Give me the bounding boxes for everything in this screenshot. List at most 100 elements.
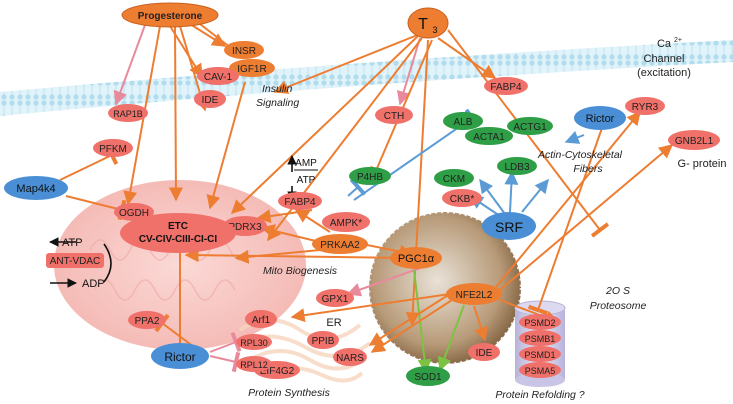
rpl12-label: RPL12 bbox=[240, 360, 268, 370]
etc-label-1: ETC bbox=[168, 221, 188, 232]
actin-label-2: Fibers bbox=[573, 163, 603, 175]
rpl30-label: RPL30 bbox=[240, 338, 268, 348]
er-label: ER bbox=[326, 317, 341, 329]
ryr3-node: RYR3 bbox=[625, 97, 665, 115]
alb-node: ALB bbox=[443, 112, 483, 130]
cav1-node: CAV-1 bbox=[197, 67, 239, 85]
cth-label: CTH bbox=[384, 111, 405, 122]
psmd2-label: PSMD2 bbox=[524, 318, 555, 328]
etc-label-2: CV-CIV-CIII-CI-CI bbox=[139, 234, 218, 245]
alb-label: ALB bbox=[454, 117, 473, 128]
ckm-label: CKM bbox=[443, 174, 465, 185]
p4hb-label: P4HB bbox=[357, 172, 383, 183]
actin-label-1: Actin-Cytoskeletal bbox=[537, 149, 623, 161]
ckb-node: CKB* bbox=[442, 189, 482, 207]
gnb2l1-node: GNB2L1 bbox=[668, 130, 720, 150]
insulin-label: Insulin bbox=[262, 83, 293, 95]
insr-label: INSR bbox=[232, 46, 256, 57]
ppib-label: PPIB bbox=[312, 336, 335, 347]
pfkm-node: PFKM bbox=[93, 139, 133, 157]
amp-label: AMP bbox=[295, 158, 317, 169]
nfe2l2-node: NFE2L2 bbox=[446, 283, 502, 305]
ppa2-label: PPA2 bbox=[135, 316, 160, 327]
map4k4-node: Map4k4 bbox=[4, 176, 68, 200]
ppib-node: PPIB bbox=[307, 331, 339, 349]
nars-label: NARS bbox=[336, 353, 364, 364]
sod1-label: SOD1 bbox=[414, 372, 442, 383]
acta1-node: ACTA1 bbox=[465, 127, 513, 145]
arf1-node: Arf1 bbox=[245, 310, 277, 328]
ide-top-label: IDE bbox=[202, 95, 219, 106]
srf-label: SRF bbox=[495, 219, 523, 235]
pdrx3-label: PDRX3 bbox=[228, 222, 262, 233]
rictor-top-node: Rictor bbox=[574, 106, 626, 130]
protein-synthesis-label: Protein Synthesis bbox=[248, 387, 330, 399]
signaling-label: Signaling bbox=[256, 97, 299, 109]
progesterone-label: Progesterone bbox=[138, 11, 203, 22]
rictor-top-label: Rictor bbox=[586, 113, 615, 125]
psma5-node: PSMA5 bbox=[519, 362, 561, 378]
gnb2l1-label: GNB2L1 bbox=[675, 136, 714, 147]
ampk-node: AMPK* bbox=[322, 212, 370, 232]
psmb1-node: PSMB1 bbox=[519, 330, 561, 346]
ryr3-label: RYR3 bbox=[632, 102, 659, 113]
excitation-label: (excitation) bbox=[637, 67, 691, 79]
actg1-label: ACTG1 bbox=[513, 122, 547, 133]
psmb1-label: PSMB1 bbox=[525, 334, 556, 344]
t3-subscript: 3 bbox=[432, 25, 437, 35]
map4k4-label: Map4k4 bbox=[16, 183, 55, 195]
t3-label: T bbox=[418, 16, 428, 33]
insr-node: INSR bbox=[224, 41, 264, 59]
prkaa2-label: PRKAA2 bbox=[320, 240, 360, 251]
rap1b-label: RAP1B bbox=[113, 109, 143, 119]
arf1-label: Arf1 bbox=[252, 315, 271, 326]
channel-label: Channel bbox=[644, 53, 685, 65]
proteosome-label-2: Proteosome bbox=[590, 300, 647, 312]
protein-refolding-label: Protein Refolding ? bbox=[495, 389, 584, 401]
pgc1a-label: PGC1α bbox=[398, 253, 435, 265]
gpx1-node: GPX1 bbox=[316, 289, 354, 307]
ckb-label: CKB* bbox=[450, 194, 475, 205]
cell-membrane bbox=[0, 40, 733, 116]
ca-label: Ca bbox=[657, 38, 672, 50]
ide-top-node: IDE bbox=[194, 90, 226, 108]
igf1r-node: IGF1R bbox=[229, 59, 275, 77]
fabp4-mid-node: FABP4 bbox=[278, 192, 322, 210]
t3-node: T 3 bbox=[407, 7, 449, 39]
fabp4-top-node: FABP4 bbox=[484, 77, 528, 95]
psma5-label: PSMA5 bbox=[525, 366, 556, 376]
fabp4-mid-label: FABP4 bbox=[284, 197, 316, 208]
igf1r-label: IGF1R bbox=[237, 64, 266, 75]
actg1-node: ACTG1 bbox=[507, 117, 553, 135]
acta1-label: ACTA1 bbox=[473, 132, 505, 143]
p4hb-node: P4HB bbox=[349, 167, 391, 185]
psmd2-node: PSMD2 bbox=[519, 314, 561, 330]
progesterone-node: Progesterone bbox=[121, 2, 219, 28]
ampk-label: AMPK* bbox=[330, 218, 362, 229]
ide-bottom-node: IDE bbox=[468, 343, 500, 361]
g-protein-label: G- protein bbox=[678, 158, 727, 170]
cth-node: CTH bbox=[375, 106, 413, 124]
etc-node: ETC CV-CIV-CIII-CI-CI bbox=[120, 213, 236, 253]
pfkm-label: PFKM bbox=[99, 144, 127, 155]
atp-ratio-label: ATP bbox=[297, 175, 316, 186]
sod1-node: SOD1 bbox=[406, 366, 450, 386]
prkaa2-node: PRKAA2 bbox=[312, 234, 368, 254]
ca-superscript: 2+ bbox=[674, 37, 682, 44]
ant-vdac-node: ANT-VDAC bbox=[46, 253, 104, 268]
psmd1-label: PSMD1 bbox=[524, 350, 555, 360]
rictor-bottom-label: Rictor bbox=[164, 350, 195, 364]
ppa2-node: PPA2 bbox=[128, 311, 166, 329]
atp-label: ATP bbox=[62, 237, 83, 249]
eif4g2-label: EIF4G2 bbox=[260, 366, 295, 377]
rictor-bottom-node: Rictor bbox=[151, 343, 209, 369]
rap1b-node: RAP1B bbox=[108, 104, 148, 122]
mito-biogenesis-label: Mito Biogenesis bbox=[263, 265, 338, 277]
adp-label: ADP bbox=[82, 278, 105, 290]
fabp4-top-label: FABP4 bbox=[490, 82, 522, 93]
nars-node: NARS bbox=[333, 348, 367, 366]
nfe2l2-label: NFE2L2 bbox=[456, 290, 493, 301]
ogdh-node: OGDH bbox=[114, 203, 154, 221]
ldb3-label: LDB3 bbox=[504, 162, 529, 173]
